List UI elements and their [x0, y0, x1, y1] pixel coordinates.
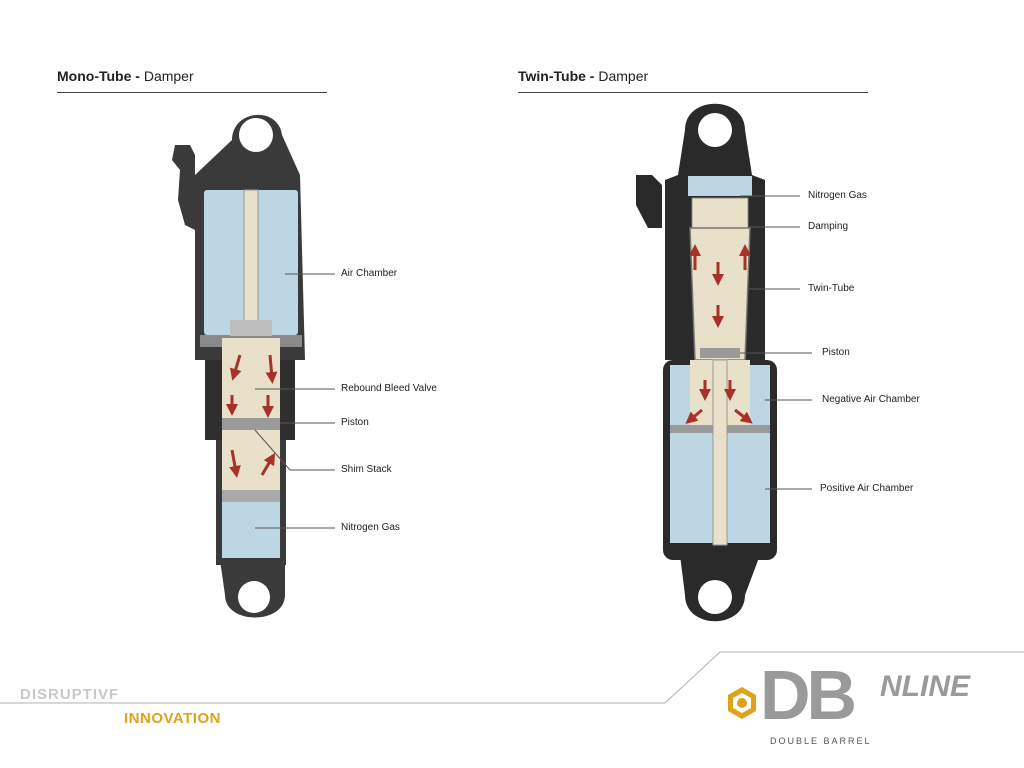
twin-flow-arrow — [685, 408, 703, 424]
logo-main: DB — [760, 656, 857, 734]
mono-label-piston: Piston — [341, 417, 369, 428]
mono-label-shim: Shim Stack — [341, 464, 392, 475]
hex-bolt-icon — [728, 687, 756, 719]
mono-nitrogen — [222, 502, 280, 558]
twin-label-nitrogen: Nitrogen Gas — [808, 190, 867, 201]
mono-piston — [222, 418, 280, 430]
twin-title: Twin-Tube - Damper — [518, 68, 648, 84]
mono-title-bold: Mono-Tube - — [57, 68, 140, 84]
twin-side-knob — [636, 175, 662, 228]
mono-ifp — [222, 490, 280, 502]
mono-bottom-eye-hole — [238, 581, 270, 613]
twin-inner-tube — [689, 227, 751, 361]
footer-lines — [0, 651, 1024, 704]
mono-flow-arrow — [265, 354, 278, 384]
mono-leader-shim — [254, 429, 335, 471]
mono-top-eye-hole — [239, 118, 273, 152]
mono-flow-arrow — [260, 452, 276, 476]
logo-suffix: NLINE — [880, 670, 970, 703]
twin-shaft — [712, 359, 728, 546]
logo-sub: DOUBLE BARREL — [770, 736, 872, 746]
mono-label-air: Air Chamber — [341, 268, 398, 279]
twin-flow-arrow — [734, 408, 753, 424]
twin-tube-damper — [636, 103, 812, 622]
twin-label-twintube: Twin-Tube — [808, 283, 855, 294]
mono-label-rebound: Rebound Bleed Valve — [341, 383, 437, 394]
footer-disruptive: DISRUPTIVF — [20, 686, 120, 703]
mono-title-rule — [57, 92, 327, 93]
mono-lower-oil — [222, 440, 280, 490]
twin-title-rule — [518, 92, 868, 93]
twin-label-positive: Positive Air Chamber — [820, 483, 914, 494]
twin-piston — [700, 348, 740, 358]
twin-nitrogen — [688, 176, 752, 196]
twin-label-piston: Piston — [822, 347, 850, 358]
twin-top-eye-hole — [698, 113, 732, 147]
mono-title-rest: Damper — [139, 68, 194, 84]
mono-side-knob — [172, 145, 195, 230]
mono-tube-damper — [172, 114, 335, 618]
mono-title: Mono-Tube - Damper — [57, 68, 194, 84]
twin-label-damping: Damping — [808, 221, 849, 232]
mono-seal-top — [230, 320, 272, 336]
mono-flow-arrow — [229, 449, 241, 478]
twin-title-rest: Damper — [594, 68, 649, 84]
mono-flow-arrow — [229, 354, 242, 381]
twin-bottom-eye-hole — [698, 580, 732, 614]
twin-label-negative: Negative Air Chamber — [822, 394, 920, 405]
twin-damping-head — [691, 197, 749, 229]
twin-title-bold: Twin-Tube - — [518, 68, 595, 84]
mono-label-nitrogen: Nitrogen Gas — [341, 522, 400, 533]
footer-innovation: INNOVATION — [124, 710, 221, 727]
footer-rule-diagonal — [664, 651, 1024, 704]
